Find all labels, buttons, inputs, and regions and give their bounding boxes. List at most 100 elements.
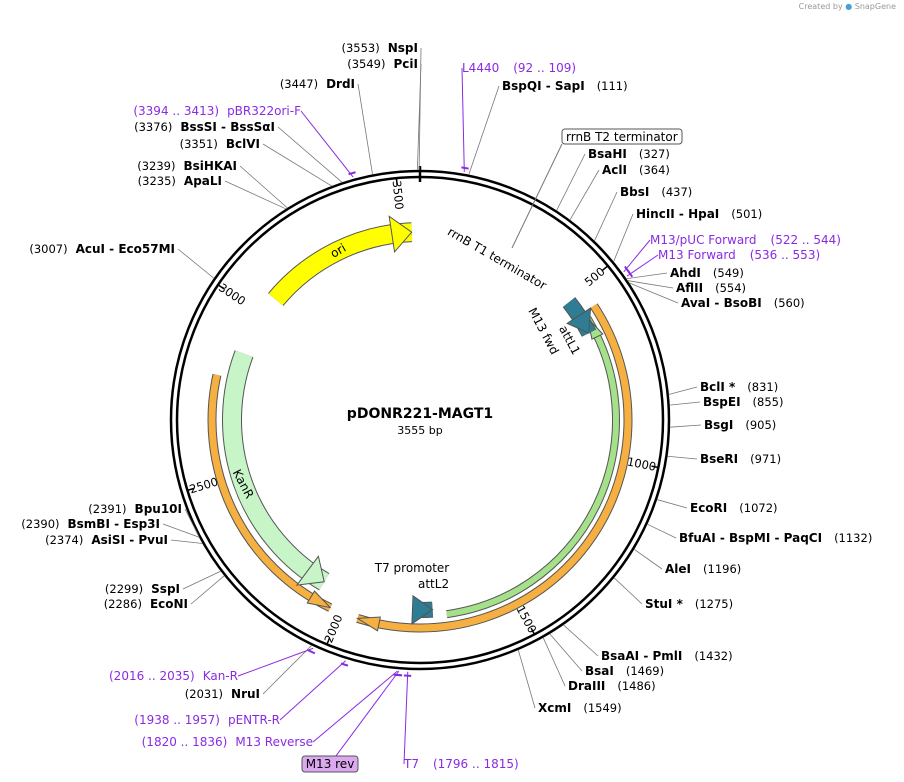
ori-feature [268,215,413,306]
enzyme-position: (1469) [626,664,664,678]
map-shape [626,272,668,280]
enzyme-site-label: (3239)BsiHKAI [137,159,237,173]
enzyme-position: (971) [750,452,781,466]
enzyme-position: (2286) [104,597,142,611]
map-shape [461,67,465,172]
enzyme-name: AvaI - BsoBI [681,296,762,310]
primer-name: T7 [403,757,419,771]
enzyme-position: (3553) [342,41,380,55]
primer-mark [307,649,316,655]
enzyme-site-label: (2390) BsmBI - Esp3I [21,517,160,531]
tick-mark [530,627,536,635]
map-shape [633,548,663,570]
map-shape [549,633,583,672]
primer-range: (2016 .. 2035) [109,669,195,683]
map-shape [277,126,343,183]
tick-label: 2000 [321,613,345,645]
enzyme-position: (2374) [45,533,83,547]
map-shape [262,143,333,187]
enzyme-site-label: AleI(1196) [665,562,741,576]
map-shape [237,647,314,677]
enzyme-position: (1132) [834,531,872,545]
enzyme-site-label: (3376)BssSI - BssSαI [134,120,275,134]
enzyme-position: (1196) [703,562,741,576]
enzyme-position: (3351) [180,137,218,151]
enzyme-site-label: BsaHI(327) [588,147,670,161]
enzyme-site-label: XcmI (1549) [538,701,622,715]
map-shape [566,307,592,334]
enzyme-name: BsaI [585,664,614,678]
map-shape [300,110,354,178]
enzyme-name: BspQI - SapI [502,79,585,93]
enzyme-name: AclI [602,163,627,177]
enzyme-name: Bpu10I [135,502,182,516]
enzyme-name: XcmI [538,701,571,715]
map-shape [312,670,398,743]
map-shape [162,523,200,538]
map-shape [511,143,563,249]
enzyme-name: BsmBI - Esp3I [68,517,160,531]
enzyme-site-label: HincII - HpaI(501) [636,207,762,221]
kanr-feature [222,350,330,591]
m13-fwd-label: M13 fwd [525,305,561,357]
map-shape [669,401,701,406]
rrnb-t2-label: rrnB T2 terminator [566,130,678,144]
enzyme-site-label: (3447)DrdI [280,77,355,91]
map-shape [239,165,288,209]
primer-mark [461,166,469,170]
tick-mark [187,487,195,492]
enzyme-site-label: AclI(364) [602,163,670,177]
map-shape [667,455,698,460]
map-shape [184,508,200,538]
tick-mark [651,465,659,469]
m13-rev-box [301,755,359,773]
map-shape [647,523,677,539]
enzyme-position: (2390) [21,517,59,531]
enzyme-site-label: (3235)ApaLI [138,174,222,188]
tick-mark [395,178,398,186]
map-shape [411,594,434,625]
credit-brand: SnapGene [854,2,896,11]
map-shape [656,499,688,509]
enzyme-position: (554) [715,281,746,295]
map-shape [262,645,312,695]
site-labels: (3553)NspI(3549)PciI(3447)DrdI(3376)BssS… [21,41,872,773]
map-shape [613,577,643,605]
map-shape [563,624,599,657]
enzyme-position: (831) [747,380,778,394]
enzyme-site-label: AflII(554) [676,281,746,295]
tick-label: 3500 [390,180,407,211]
map-shape [626,254,659,277]
enzyme-site-label: (2391)Bpu10I [88,502,182,516]
map-shape [357,83,373,175]
enzyme-site-label: BspQI - SapI(111) [502,79,628,93]
enzyme-site-label: BsgI(905) [704,418,776,432]
primer-label: (1820 .. 1836)M13 Reverse [142,735,313,749]
plasmid-length: 3555 bp [397,424,442,437]
primer-name: L4440 [462,61,499,75]
enzyme-site-label: (3007)AcuI - Eco57MI [29,242,175,256]
enzyme-site-label: DraIII(1486) [568,679,656,693]
enzyme-position: (1275) [695,597,733,611]
primer-range: (3394 .. 3413) [133,104,219,118]
enzyme-position: (3447) [280,77,318,91]
map-shape [542,637,566,687]
map-shape [388,215,413,254]
enzyme-name: BsaAI - PmlI [601,649,682,663]
enzyme-name: AsiSI - PvuI [91,533,168,547]
map-shape [627,280,674,289]
map-shape [223,350,329,590]
enzyme-position: (549) [713,266,744,280]
enzyme-site-label: (2299)SspI [105,582,180,596]
enzyme-position: (1549) [583,701,621,715]
map-shape [224,180,287,210]
map-shape [355,616,381,632]
snapgene-logo-icon: ● [845,2,853,11]
enzyme-position: (855) [753,395,784,409]
enzyme-name: BclI * [700,380,736,394]
enzyme-site-label: BspEI(855) [703,395,783,409]
tick-label: 1000 [626,454,657,473]
enzyme-site-label: AhdI(549) [670,266,744,280]
enzyme-position: (3007) [29,242,67,256]
